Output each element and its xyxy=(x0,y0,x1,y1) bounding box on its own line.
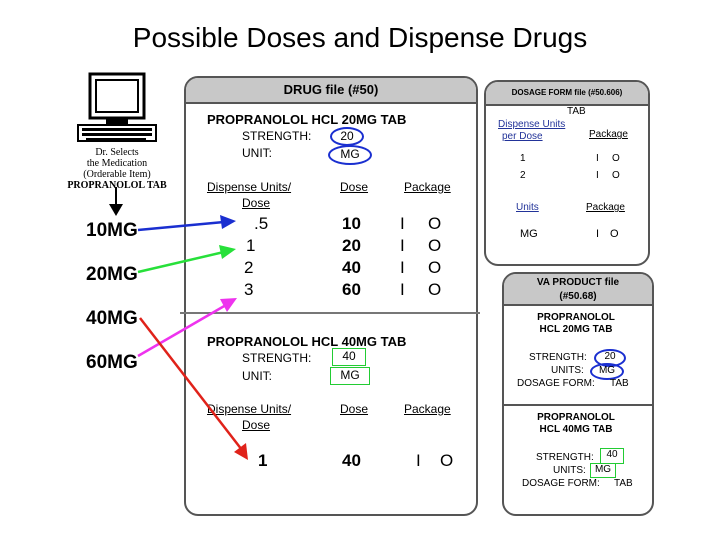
va-product-2-form-label: DOSAGE FORM: xyxy=(522,478,600,489)
drug-file-header: DRUG file (#50) xyxy=(186,78,476,104)
dosage-form-col-units: Units xyxy=(516,202,539,213)
va-product-title-1: VA PRODUCT file xyxy=(536,277,620,288)
va-product-divider xyxy=(502,404,652,406)
doctor-line-2: the Medication xyxy=(86,158,148,169)
drug-entry-1-col-dispense-1: Dispense Units/ xyxy=(207,180,292,194)
package-i: I xyxy=(596,228,600,240)
drug-entry-2-col-dispense-2: Dose xyxy=(242,418,271,432)
dispense-units: 2 xyxy=(244,258,254,277)
drug-entry-2-unit-label: UNIT: xyxy=(242,369,272,383)
drug-entry-2-col-package: Package xyxy=(404,402,451,416)
va-product-1-units-label: UNITS: xyxy=(551,365,584,376)
package-i: I xyxy=(400,214,405,233)
package-i: I xyxy=(400,236,405,255)
drug-entry-1-strength-label: STRENGTH: xyxy=(242,129,312,143)
package-i: I xyxy=(400,258,405,277)
va-product-1-name: PROPRANOLOL HCL 20MG TAB xyxy=(506,312,646,336)
drug-entry-2-name: PROPRANOLOL HCL 40MG TAB xyxy=(207,334,407,349)
orderable-item: PROPRANOLOL TAB xyxy=(67,180,167,191)
package-o: O xyxy=(440,451,454,470)
dispense-units: .5 xyxy=(254,214,269,233)
va-product-1-form: TAB xyxy=(610,378,629,389)
drug-entry-2-col-dose: Dose xyxy=(340,402,369,416)
dose-label-40mg: 40MG xyxy=(86,308,138,329)
dose-value: 40 xyxy=(342,451,361,470)
package-o: O xyxy=(428,280,442,299)
computer-icon xyxy=(76,72,158,144)
dose-label-20mg: 20MG xyxy=(86,264,138,285)
va-product-2-strength: 40 xyxy=(600,448,624,464)
drug-file-divider xyxy=(180,312,480,314)
drug-entry-2-col-dispense-1: Dispense Units/ xyxy=(207,402,292,416)
dispense-units: 2 xyxy=(520,170,526,181)
dosage-form-row-2: 2 I O xyxy=(520,170,630,184)
va-product-2-name-1: PROPRANOLOL xyxy=(537,412,615,423)
drug-entry-1-col-package: Package xyxy=(404,180,451,194)
doctor-line-3: (Orderable Item) xyxy=(83,169,151,180)
va-product-1-strength-label: STRENGTH: xyxy=(529,352,587,363)
dispense-units: 1 xyxy=(520,153,526,164)
package-o: O xyxy=(612,170,620,181)
drug-entry-1-name: PROPRANOLOL HCL 20MG TAB xyxy=(207,112,407,127)
dispense-units: 1 xyxy=(258,451,268,470)
drug-entry-1-row-3: 2 40 I O xyxy=(240,258,460,280)
dosage-form-row-1: 1 I O xyxy=(520,153,630,167)
drug-entry-2-strength: 40 xyxy=(332,348,366,366)
dosage-form-panel: DOSAGE FORM file (#50.606) xyxy=(484,80,650,266)
package-o: O xyxy=(428,214,442,233)
va-product-2-name-2: HCL 40MG TAB xyxy=(539,424,613,435)
dosage-form-col-dispense-1: Dispense Units xyxy=(498,119,566,130)
dosage-form-col-dispense-2: per Dose xyxy=(502,131,543,142)
package-i: I xyxy=(400,280,405,299)
va-product-panel: VA PRODUCT file (#50.68) xyxy=(502,272,654,516)
va-product-1-units: MG xyxy=(590,363,624,380)
dose-value: 20 xyxy=(342,236,361,255)
drug-entry-1-unit: MG xyxy=(328,145,372,165)
dosage-form-units-row: MG I O xyxy=(520,228,640,242)
drug-entry-1-strength: 20 xyxy=(330,127,364,146)
dosage-form-header: DOSAGE FORM file (#50.606) xyxy=(486,82,648,106)
va-product-2-units-label: UNITS: xyxy=(553,465,586,476)
drug-entry-2-unit: MG xyxy=(330,367,370,385)
va-product-2-units: MG xyxy=(590,463,616,478)
dose-label-10mg: 10MG xyxy=(86,220,138,241)
dosage-form-col-package-2: Package xyxy=(586,202,625,213)
doctor-line-1: Dr. Selects xyxy=(95,147,139,158)
va-product-2-name: PROPRANOLOL HCL 40MG TAB xyxy=(506,412,646,436)
va-product-1-name-1: PROPRANOLOL xyxy=(537,312,615,323)
va-product-1-name-2: HCL 20MG TAB xyxy=(539,324,613,335)
drug-entry-1-row-2: 1 20 I O xyxy=(240,236,460,258)
package-o: O xyxy=(428,258,442,277)
package-i: I xyxy=(596,153,599,164)
dose-value: 60 xyxy=(342,280,361,299)
drug-entry-2-row-1: 1 40 I O xyxy=(240,451,460,473)
va-product-2-form: TAB xyxy=(614,478,633,489)
package-o: O xyxy=(610,228,619,240)
dosage-form-col-package: Package xyxy=(589,129,628,140)
package-i: I xyxy=(596,170,599,181)
package-i: I xyxy=(416,451,421,470)
va-product-1-form-label: DOSAGE FORM: xyxy=(517,378,595,389)
dose-label-60mg: 60MG xyxy=(86,352,138,373)
selection-arrow-icon xyxy=(109,187,123,216)
va-product-title-2: (#50.68) xyxy=(559,291,597,302)
va-product-header: VA PRODUCT file (#50.68) xyxy=(504,274,652,306)
va-product-2-strength-label: STRENGTH: xyxy=(536,452,594,463)
drug-entry-1-col-dispense-2: Dose xyxy=(242,196,271,210)
dispense-units: 1 xyxy=(246,236,256,255)
drug-entry-2-strength-label: STRENGTH: xyxy=(242,351,312,365)
package-o: O xyxy=(612,153,620,164)
dispense-units: 3 xyxy=(244,280,254,299)
drug-entry-1-col-dose: Dose xyxy=(340,180,369,194)
drug-entry-1-unit-label: UNIT: xyxy=(242,146,272,160)
doctor-label: Dr. Selects the Medication (Orderable It… xyxy=(62,147,172,191)
page-title: Possible Doses and Dispense Drugs xyxy=(132,22,588,53)
dosage-form-value: TAB xyxy=(567,106,586,117)
dose-value: 10 xyxy=(342,214,361,233)
dose-value: 40 xyxy=(342,258,361,277)
package-o: O xyxy=(428,236,442,255)
drug-entry-1-row-1: .5 10 I O xyxy=(240,214,460,236)
units-value: MG xyxy=(520,228,538,240)
drug-entry-1-row-4: 3 60 I O xyxy=(240,280,460,302)
